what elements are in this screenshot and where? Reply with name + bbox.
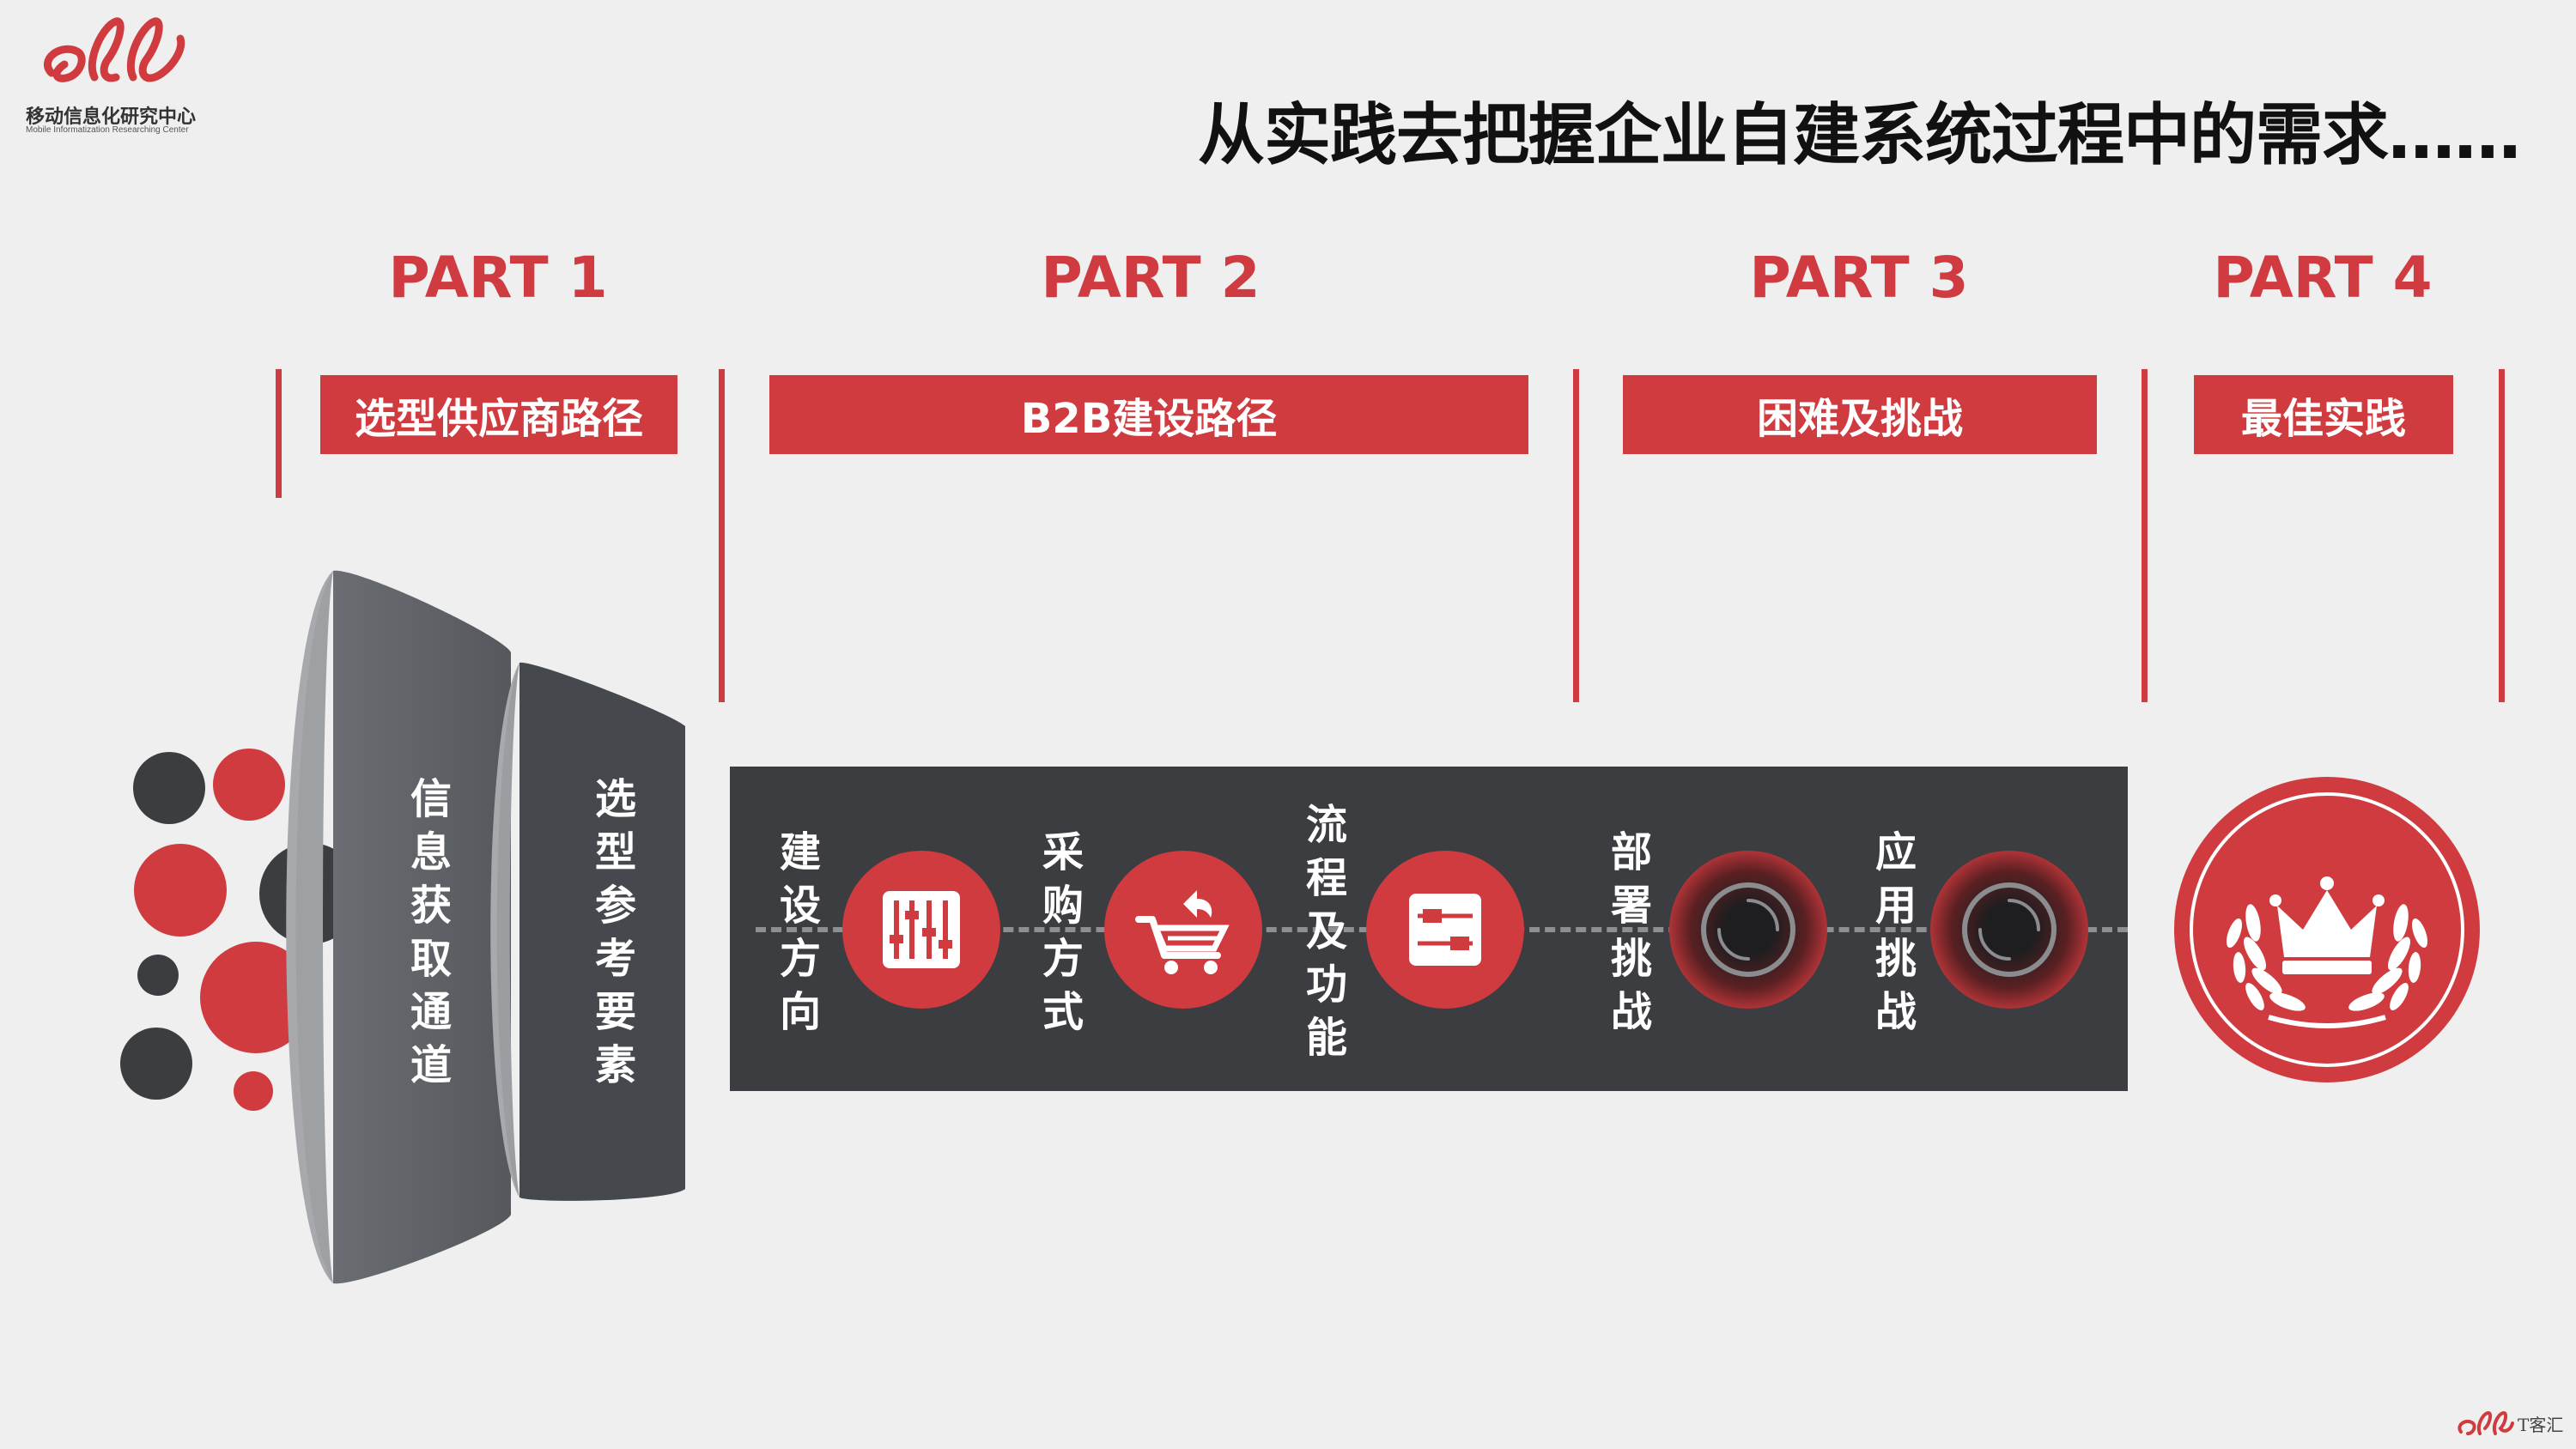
sliders-icon xyxy=(883,891,960,968)
part-1-label: PART 1 xyxy=(388,245,608,311)
brand-mark-icon xyxy=(2458,1410,2514,1435)
step-4-icon xyxy=(1669,851,1827,1009)
part-3-bar: 困难及挑战 xyxy=(1623,375,2097,454)
dot xyxy=(120,1028,192,1100)
step-3-text: 流 程 及 功 能 xyxy=(1305,801,1347,1062)
logo-mark-icon xyxy=(44,17,185,82)
dot xyxy=(234,1071,273,1111)
best-practice-badge xyxy=(2174,777,2480,1082)
divider-line xyxy=(2499,369,2505,702)
dot xyxy=(213,749,285,821)
divider-line xyxy=(1573,369,1579,702)
divider-line xyxy=(719,369,725,702)
dot xyxy=(133,752,205,824)
footer-brand-text: T客汇 xyxy=(2518,1414,2564,1435)
step-5-icon xyxy=(1930,851,2088,1009)
logo-name: 移动信息化研究中心 xyxy=(26,106,197,128)
part-1-bar: 选型供应商路径 xyxy=(320,375,677,454)
part-4-bar: 最佳实践 xyxy=(2194,375,2453,454)
dot xyxy=(134,844,227,937)
step-2-icon xyxy=(1104,851,1262,1009)
part-2-label: PART 2 xyxy=(1041,245,1261,311)
part-3-label: PART 3 xyxy=(1749,245,1969,311)
step-3-icon xyxy=(1366,851,1524,1009)
vortex-icon xyxy=(1701,882,1795,977)
part-2-bar: B2B建设路径 xyxy=(769,375,1528,454)
logo: 移动信息化研究中心 Mobile Informatization Researc… xyxy=(26,9,206,137)
divider-line xyxy=(2142,369,2148,702)
step-1-icon xyxy=(842,851,1000,1009)
funnel-outer-text: 信 息 获 取 通 道 xyxy=(410,775,452,1089)
vortex-icon xyxy=(1962,882,2057,977)
crown-laurel-icon xyxy=(2190,792,2464,1067)
toggle-panel-icon xyxy=(1409,894,1481,966)
dot xyxy=(137,955,179,996)
part-4-label: PART 4 xyxy=(2213,245,2433,311)
footer-brand: T客汇 xyxy=(2456,1406,2563,1440)
step-4-text: 部 署 挑 战 xyxy=(1610,828,1652,1036)
step-2-text: 采 购 方 式 xyxy=(1042,828,1084,1036)
step-1-text: 建 设 方 向 xyxy=(779,828,821,1036)
step-5-text: 应 用 挑 战 xyxy=(1874,828,1917,1036)
logo-subtitle: Mobile Informatization Researching Cente… xyxy=(26,125,189,135)
funnel-inner-text: 选 型 参 考 要 素 xyxy=(594,775,636,1089)
page-title: 从实践去把握企业自建系统过程中的需求…… xyxy=(1198,97,2521,174)
cart-icon xyxy=(1135,890,1230,974)
divider-line xyxy=(276,369,282,498)
funnel-graphic xyxy=(286,570,685,1284)
